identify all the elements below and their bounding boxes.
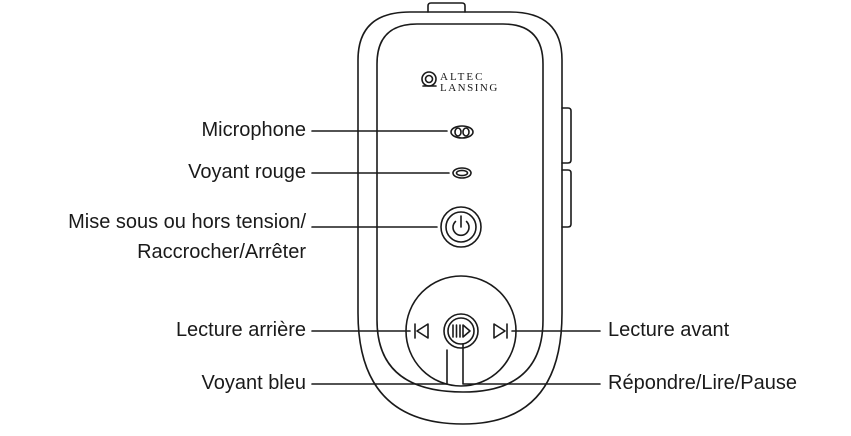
device-body-outline	[357, 11, 563, 425]
altec-lansing-logo-icon	[421, 71, 437, 87]
label-power-line1: Mise sous ou hors tension/	[68, 211, 306, 233]
brand-line1: ALTEC	[440, 71, 484, 83]
label-microphone: Microphone	[201, 119, 306, 141]
label-power-line2: Raccrocher/Arrêter	[137, 241, 306, 263]
label-blue-led: Voyant bleu	[201, 372, 306, 394]
label-forward: Lecture avant	[608, 319, 730, 341]
side-button-upper	[561, 107, 572, 164]
label-rewind: Lecture arrière	[175, 319, 306, 341]
label-red-led: Voyant rouge	[188, 161, 306, 183]
microphone-hardware	[450, 125, 474, 139]
leader-blue-led	[311, 349, 448, 385]
power-icon	[440, 206, 482, 248]
skip-back-icon	[414, 323, 429, 339]
brand-line2: LANSING	[440, 82, 499, 94]
navigation-ring	[405, 275, 517, 387]
label-answer-play-pause: Répondre/Lire/Pause	[608, 372, 798, 394]
play-pause-icon	[443, 313, 479, 349]
skip-forward-icon	[493, 323, 508, 339]
top-clip	[427, 2, 466, 13]
side-button-lower	[561, 169, 572, 228]
red-led-hardware	[452, 167, 472, 179]
device-face-panel	[376, 23, 544, 393]
leader-answer	[462, 343, 601, 385]
